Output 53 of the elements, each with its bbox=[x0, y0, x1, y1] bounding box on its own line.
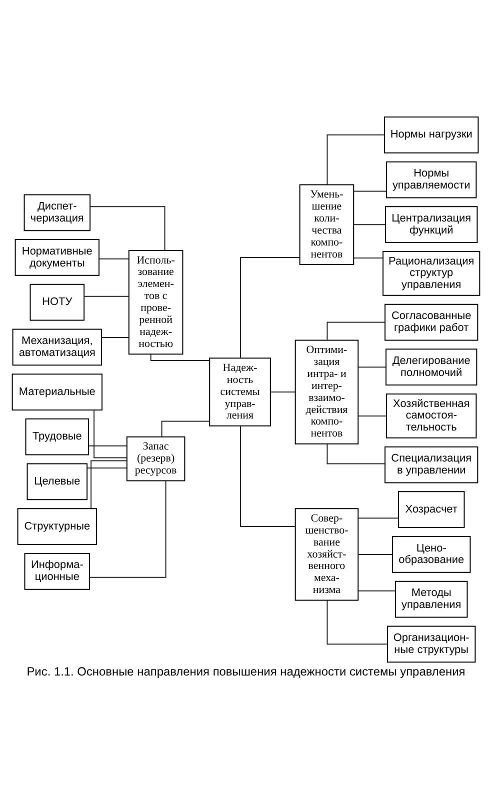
connector bbox=[358, 366, 386, 368]
connector bbox=[358, 554, 393, 555]
node-box: Механизация, автоматизация bbox=[12, 328, 102, 366]
connector bbox=[240, 425, 296, 528]
connector bbox=[90, 460, 128, 510]
connector bbox=[353, 190, 387, 192]
node-box: Централизация функций bbox=[385, 206, 478, 244]
connector bbox=[150, 354, 210, 361]
connector bbox=[358, 518, 399, 519]
connector bbox=[353, 224, 386, 226]
node-box: Материальные bbox=[12, 374, 102, 410]
connector bbox=[326, 322, 386, 340]
connector bbox=[86, 468, 128, 469]
node-box: Специализация в управлении bbox=[384, 446, 478, 484]
connector bbox=[358, 415, 387, 416]
node-box: Согласованные графики работ bbox=[384, 304, 478, 341]
connector bbox=[326, 600, 388, 645]
node-box: Методы управления bbox=[394, 580, 468, 618]
node-box: Организацион- ные структуры bbox=[387, 626, 476, 663]
node-box: Нормы управляемости bbox=[386, 161, 477, 198]
connector bbox=[94, 410, 128, 458]
node-box: Надеж- ность системы управ- ления bbox=[209, 358, 271, 426]
node-box: Делегирование полномочий bbox=[386, 348, 478, 386]
node-box: Информа- ционные bbox=[24, 552, 90, 590]
connector bbox=[84, 296, 130, 297]
node-box: Диспет- черизация bbox=[24, 194, 91, 232]
caption: Рис. 1.1. Основные направления повышения надежности системы управления bbox=[26, 664, 466, 679]
node-box: Исполь- зование элемен- тов с прове- ренной надеж- ностью bbox=[128, 250, 184, 355]
connector bbox=[89, 480, 166, 578]
connector bbox=[326, 444, 386, 464]
node-box: Хозрасчет bbox=[398, 491, 465, 528]
node-box: Хозяйственная самостоя- тельность bbox=[386, 394, 477, 438]
node-box: Целевые bbox=[26, 463, 88, 500]
connector bbox=[270, 392, 296, 393]
connector bbox=[90, 206, 166, 251]
node-box: Нормы нагрузки bbox=[384, 116, 479, 154]
connector bbox=[101, 337, 130, 338]
connector bbox=[98, 258, 130, 260]
connector bbox=[326, 134, 385, 185]
connector bbox=[161, 420, 210, 438]
node-box: НОТУ bbox=[30, 284, 85, 321]
node-box: Нормативные документы bbox=[14, 239, 100, 276]
node-box: Трудовые bbox=[25, 418, 90, 456]
node-box: Оптими- зация интра- и интер- взаимо- действия компо- нентов bbox=[294, 340, 359, 444]
connector bbox=[240, 257, 300, 359]
node-box: Цено- образование bbox=[392, 536, 471, 573]
connector bbox=[358, 590, 396, 592]
connector bbox=[88, 445, 128, 446]
node-box: Умень- шение коли- чества компо- нентов bbox=[299, 184, 354, 265]
node-box: Совер- шенство- вание хозяйст- венного меха- низма bbox=[294, 508, 359, 601]
node-box: Запас (резерв) ресурсов bbox=[126, 436, 186, 482]
node-box: Структурные bbox=[17, 508, 98, 545]
node-box: Рационализация структур управления bbox=[382, 251, 480, 296]
